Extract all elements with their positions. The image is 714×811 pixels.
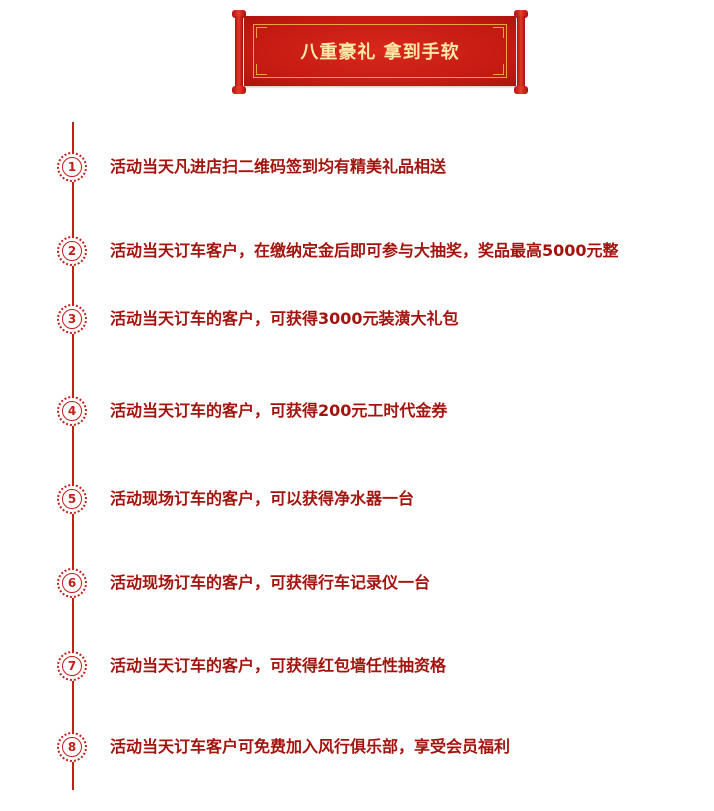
step-number: 2 [62, 241, 82, 261]
step-number: 6 [62, 573, 82, 593]
step-4: 4 活动当天订车的客户，可获得200元工时代金券 [0, 396, 714, 426]
step-1: 1 活动当天凡进店扫二维码签到均有精美礼品相送 [0, 152, 714, 182]
step-8: 8 活动当天订车客户可免费加入风行俱乐部，享受会员福利 [0, 732, 714, 762]
step-number-badge: 3 [57, 304, 87, 334]
step-number-badge: 1 [57, 152, 87, 182]
scroll-body: 八重豪礼 拿到手软 [244, 16, 516, 86]
step-2: 2 活动当天订车客户，在缴纳定金后即可参与大抽奖，奖品最高5000元整 [0, 236, 714, 266]
step-number-badge: 5 [57, 484, 87, 514]
step-number: 8 [62, 737, 82, 757]
step-number-badge: 6 [57, 568, 87, 598]
step-number-badge: 7 [57, 651, 87, 681]
step-5: 5 活动现场订车的客户，可以获得净水器一台 [0, 484, 714, 514]
timeline-line [72, 122, 74, 790]
step-text: 活动当天订车的客户，可获得红包墙任性抽资格 [110, 656, 447, 675]
title-banner: 八重豪礼 拿到手软 [232, 10, 528, 94]
step-text: 活动当天订车客户可免费加入风行俱乐部，享受会员福利 [110, 737, 511, 756]
step-number: 3 [62, 309, 82, 329]
step-6: 6 活动现场订车的客户，可获得行车记录仪一台 [0, 568, 714, 598]
step-text: 活动现场订车的客户，可以获得净水器一台 [110, 489, 415, 508]
step-number: 5 [62, 489, 82, 509]
step-number-badge: 4 [57, 396, 87, 426]
scroll-rod-right [514, 10, 528, 94]
banner-frame [253, 24, 507, 78]
step-number-badge: 8 [57, 732, 87, 762]
step-text: 活动当天订车的客户，可获得3000元装潢大礼包 [110, 309, 459, 328]
scroll-rod-left [232, 10, 246, 94]
step-text: 活动当天凡进店扫二维码签到均有精美礼品相送 [110, 157, 447, 176]
step-number: 1 [62, 157, 82, 177]
step-number-badge: 2 [57, 236, 87, 266]
step-text: 活动当天订车的客户，可获得200元工时代金券 [110, 401, 448, 420]
step-number: 4 [62, 401, 82, 421]
step-3: 3 活动当天订车的客户，可获得3000元装潢大礼包 [0, 304, 714, 334]
step-text: 活动当天订车客户，在缴纳定金后即可参与大抽奖，奖品最高5000元整 [110, 241, 619, 260]
step-7: 7 活动当天订车的客户，可获得红包墙任性抽资格 [0, 651, 714, 681]
banner-title: 八重豪礼 拿到手软 [300, 42, 460, 63]
step-number: 7 [62, 656, 82, 676]
step-text: 活动现场订车的客户，可获得行车记录仪一台 [110, 573, 431, 592]
